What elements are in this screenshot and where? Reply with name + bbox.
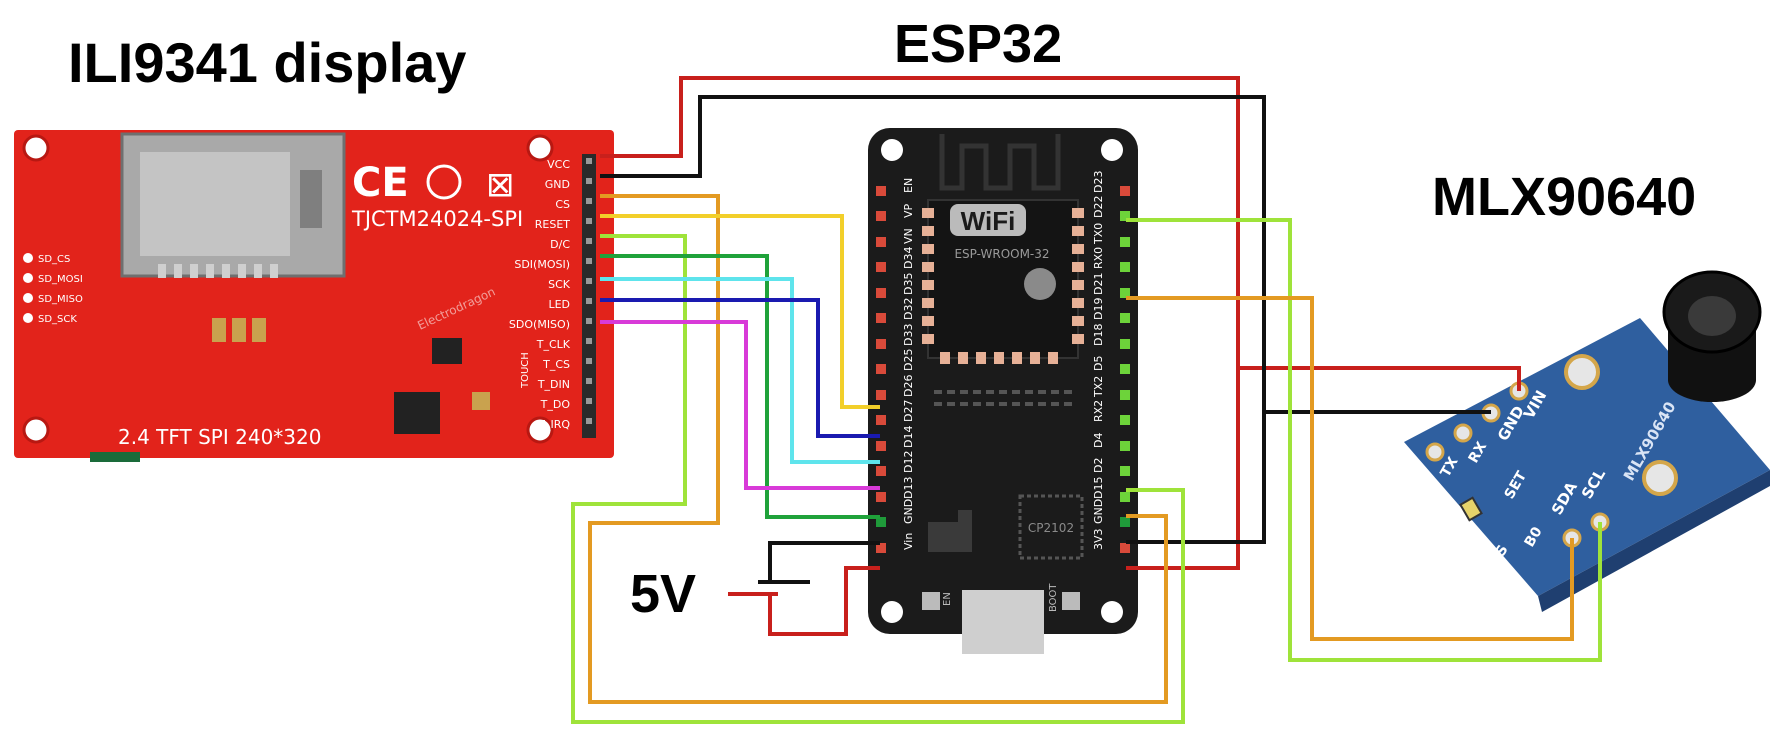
- wire-sda: [1126, 296, 1574, 641]
- esp32-left-pin-pads: [876, 186, 886, 553]
- wire-vin: [1238, 366, 1521, 391]
- display-pin-header: [582, 154, 596, 438]
- wires: [571, 76, 1602, 724]
- en-button: [922, 592, 940, 610]
- svg-text:D18: D18: [1092, 324, 1105, 346]
- svg-text:D12: D12: [902, 451, 915, 473]
- wifi-logo: WiFi: [961, 206, 1016, 236]
- svg-text:GND: GND: [545, 178, 570, 191]
- ili9341-display-board: CE ⊠ TJCTM24024-SPI SD_CS SD_MOSI SD_MIS…: [14, 130, 614, 462]
- svg-text:SDO(MISO): SDO(MISO): [509, 318, 570, 331]
- svg-text:D26: D26: [902, 375, 915, 397]
- svg-text:SDI(MOSI): SDI(MOSI): [514, 258, 570, 271]
- wire-led: [600, 298, 880, 438]
- esp32-board: WiFi ESP-WROOM-32 CP2102 EN BO: [868, 128, 1138, 654]
- power-source-symbol: [728, 580, 810, 596]
- svg-text:D13: D13: [902, 477, 915, 499]
- power-label: 5V: [630, 564, 696, 624]
- wire-miso: [600, 320, 880, 490]
- svg-text:VCC: VCC: [547, 158, 570, 171]
- wire-mosi: [600, 254, 880, 519]
- svg-text:D25: D25: [902, 349, 915, 371]
- boot-button: [1062, 592, 1080, 610]
- svg-text:CS: CS: [555, 198, 570, 211]
- svg-text:D35: D35: [902, 273, 915, 295]
- voltage-regulator: [928, 522, 972, 552]
- svg-text:D4: D4: [1092, 433, 1105, 448]
- svg-text:D21: D21: [1092, 273, 1105, 295]
- svg-text:Vin: Vin: [902, 533, 915, 550]
- svg-text:SD_SCK: SD_SCK: [38, 314, 77, 325]
- svg-text:T_CS: T_CS: [542, 358, 570, 371]
- svg-text:T_DO: T_DO: [540, 398, 571, 411]
- svg-text:D22: D22: [1092, 196, 1105, 218]
- svg-text:D5: D5: [1092, 356, 1105, 371]
- svg-text:T_DIN: T_DIN: [537, 378, 570, 391]
- svg-text:D/C: D/C: [550, 238, 570, 251]
- svg-text:EN: EN: [942, 592, 953, 606]
- svg-text:VP: VP: [902, 203, 915, 218]
- svg-text:RESET: RESET: [535, 218, 571, 231]
- svg-text:VN: VN: [902, 228, 915, 244]
- esp32-title: ESP32: [894, 14, 1062, 74]
- svg-text:D23: D23: [1092, 171, 1105, 193]
- display-header-pin-labels: VCC GND CS RESET D/C SDI(MOSI) SCK LED S…: [509, 158, 571, 431]
- wire-scl: [1126, 218, 1602, 662]
- svg-text:BOOT: BOOT: [1048, 583, 1059, 612]
- esp32-right-pin-labels: D23 D22 TX0 RX0 D21 D19 D18 D5 TX2 RX2 D…: [1092, 171, 1105, 550]
- display-title: ILI9341 display: [68, 31, 466, 94]
- mlx90640-board: VIN GND SCL SDA RX TX SET B0 PS MLX90640: [1404, 270, 1770, 612]
- svg-text:T_CLK: T_CLK: [536, 338, 571, 351]
- svg-text:T_IRQ: T_IRQ: [537, 418, 570, 431]
- svg-text:D33: D33: [902, 324, 915, 346]
- svg-text:⊠: ⊠: [486, 165, 515, 205]
- svg-text:TX2: TX2: [1092, 376, 1105, 398]
- ce-mark: CE: [352, 160, 409, 206]
- touch-label: TOUCH: [520, 352, 531, 389]
- svg-text:D32: D32: [902, 298, 915, 320]
- svg-text:3V3: 3V3: [1092, 528, 1105, 550]
- wire-vcc: [600, 76, 1240, 570]
- svg-text:SD_MOSI: SD_MOSI: [38, 274, 83, 285]
- cp2102-label: CP2102: [1028, 521, 1074, 535]
- svg-text:D15: D15: [1092, 477, 1105, 499]
- svg-text:D34: D34: [902, 247, 915, 269]
- sensor-title: MLX90640: [1432, 167, 1696, 227]
- svg-text:D19: D19: [1092, 298, 1105, 320]
- svg-text:D27: D27: [902, 400, 915, 422]
- wire-cs: [588, 194, 1168, 704]
- display-model-label: TJCTM24024-SPI: [351, 207, 523, 231]
- svg-text:EN: EN: [902, 178, 915, 193]
- svg-text:RX0: RX0: [1092, 247, 1105, 269]
- sd-pin-labels: SD_CS SD_MOSI SD_MISO SD_SCK: [23, 253, 83, 325]
- svg-text:TX0: TX0: [1092, 223, 1105, 245]
- wire-5v-gnd: [768, 541, 880, 582]
- usb-port: [962, 590, 1044, 654]
- esp32-right-pin-pads: [1120, 186, 1130, 553]
- svg-text:SD_CS: SD_CS: [38, 254, 70, 265]
- svg-text:LED: LED: [548, 298, 570, 311]
- svg-text:D2: D2: [1092, 458, 1105, 473]
- module-label: ESP-WROOM-32: [954, 247, 1049, 261]
- svg-text:SD_MISO: SD_MISO: [38, 294, 83, 305]
- svg-text:GND: GND: [1092, 499, 1105, 524]
- svg-text:GND: GND: [902, 499, 915, 524]
- wire-sck: [600, 277, 880, 464]
- display-size-label: 2.4 TFT SPI 240*320: [118, 425, 321, 449]
- display-ic: [394, 392, 440, 434]
- wire-gnd: [600, 95, 1266, 544]
- svg-text:D14: D14: [902, 426, 915, 448]
- svg-text:RX2: RX2: [1092, 400, 1105, 422]
- wire-reset: [600, 214, 880, 409]
- svg-text:SCK: SCK: [548, 278, 571, 291]
- wire-5v-plus: [768, 566, 880, 636]
- esp32-left-pin-labels: EN VP VN D34 D35 D32 D33 D25 D26 D27 D14…: [902, 178, 915, 550]
- cp2102-chip: [1018, 494, 1084, 560]
